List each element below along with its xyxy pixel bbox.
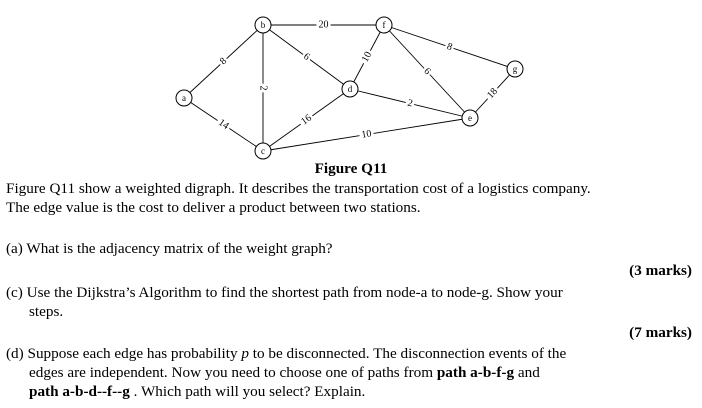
edge-weight-label: 10 xyxy=(360,50,374,64)
question-d-line-2: edges are independent. Now you need to c… xyxy=(29,364,540,382)
edge-weight-label: 6 xyxy=(421,66,432,77)
edge-weight-label: 20 xyxy=(319,20,329,31)
edge-weight-f-g: 8 xyxy=(443,40,456,54)
edge-weight-background xyxy=(316,20,331,30)
node-circle xyxy=(506,60,524,78)
node-label: d xyxy=(348,84,353,94)
edge-weight-f-e: 6 xyxy=(420,64,434,79)
edge-weight-background xyxy=(404,97,416,110)
edge-weight-label: 6 xyxy=(301,51,312,63)
edge-weight-background xyxy=(297,111,316,129)
edge-weight-label: 10 xyxy=(361,128,373,140)
question-c-marks: (7 marks) xyxy=(629,324,692,341)
node-label: a xyxy=(182,93,186,103)
question-c-line-2: steps. xyxy=(29,303,64,320)
edge-weight-c-d: 16 xyxy=(297,111,316,129)
edge-weight-a-c: 14 xyxy=(214,116,233,133)
edge-weight-b-f: 20 xyxy=(316,20,331,31)
edge-weight-e-g: 18 xyxy=(484,84,501,103)
question-d-line-1-end: to be disconnected. The disconnection ev… xyxy=(248,345,567,362)
edge-weight-background xyxy=(484,84,501,103)
node-c: c xyxy=(254,142,272,160)
node-circle xyxy=(461,109,479,127)
node-f: f xyxy=(375,16,393,34)
edge-weight-label: 8 xyxy=(218,56,229,67)
edge-weight-d-f: 10 xyxy=(359,48,375,66)
node-e: e xyxy=(461,109,479,127)
node-d: d xyxy=(341,80,359,98)
edge-weight-c-e: 10 xyxy=(358,128,375,141)
edge-weight-label: 16 xyxy=(299,113,314,128)
question-d-line-3: path a-b-d--f--g . Which path will you s… xyxy=(29,383,365,401)
edge-weight-b-d: 6 xyxy=(300,50,313,64)
edge-weight-label: 8 xyxy=(445,41,453,53)
probability-symbol: p xyxy=(241,345,249,362)
edge-weight-background xyxy=(359,48,375,66)
edge-weight-label: 2 xyxy=(258,86,269,91)
question-c-line-1: (c) Use the Dijkstra’s Algorithm to find… xyxy=(6,284,563,301)
node-label: e xyxy=(468,113,472,123)
edge-weight-background xyxy=(258,83,268,93)
intro-line-1: Figure Q11 show a weighted digraph. It d… xyxy=(6,180,591,197)
question-a: (a) What is the adjacency matrix of the … xyxy=(6,240,333,257)
node-circle xyxy=(254,142,272,160)
edge-weight-background xyxy=(300,50,313,64)
node-circle xyxy=(341,80,359,98)
edge-weight-label: 2 xyxy=(406,98,413,110)
path-option-2: path a-b-d--f--g xyxy=(29,383,130,400)
node-g: g xyxy=(506,60,524,78)
question-d-line-3-end: . Which path will you select? Explain. xyxy=(129,383,366,400)
edge-weight-b-c: 2 xyxy=(258,83,269,93)
edge-weight-background xyxy=(214,116,233,133)
question-d-line-1: (d) Suppose each edge has probability p … xyxy=(6,345,566,363)
node-label: c xyxy=(261,146,265,156)
edge-weight-background xyxy=(420,64,434,79)
node-circle xyxy=(175,89,193,107)
node-circle xyxy=(254,16,272,34)
question-a-marks: (3 marks) xyxy=(629,262,692,279)
figure-caption: Figure Q11 xyxy=(314,160,388,177)
node-b: b xyxy=(254,16,272,34)
question-d-line-2-end: and xyxy=(514,364,540,381)
node-label: g xyxy=(513,64,518,74)
node-label: f xyxy=(383,20,386,30)
path-option-1: path a-b-f-g xyxy=(436,364,515,381)
node-a: a xyxy=(175,89,193,107)
edge-weight-background xyxy=(443,40,456,54)
question-d-line-1-start: (d) Suppose each edge has probability xyxy=(6,345,242,362)
edge-weight-background xyxy=(216,54,231,69)
edge-weight-a-b: 8 xyxy=(216,54,231,69)
node-circle xyxy=(375,16,393,34)
edge-weight-background xyxy=(358,128,375,141)
node-label: b xyxy=(261,20,266,30)
question-d-line-2-start: edges are independent. Now you need to c… xyxy=(29,364,437,381)
edge-weight-d-e: 2 xyxy=(404,97,416,110)
intro-line-2: The edge value is the cost to deliver a … xyxy=(6,199,421,216)
graph-nodes: a b c d e f g xyxy=(175,16,524,160)
